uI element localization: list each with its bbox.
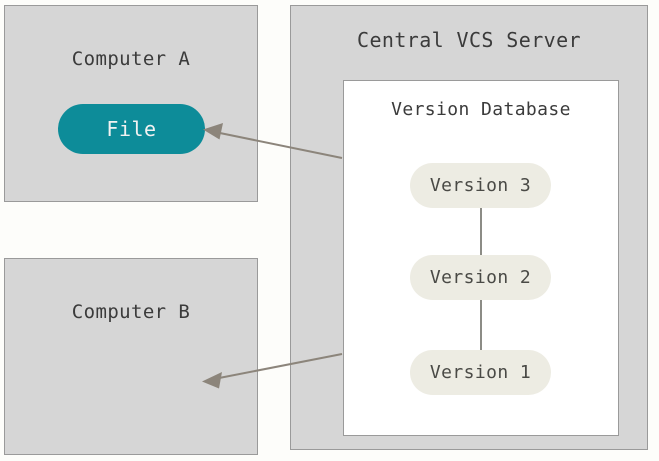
version-1-pill[interactable]: Version 1 xyxy=(410,350,551,395)
computer-b-title: Computer B xyxy=(71,301,191,323)
version-3-pill[interactable]: Version 3 xyxy=(410,163,551,208)
central-vcs-server-box: Central VCS Server Version Database Vers… xyxy=(290,5,648,450)
computer-a-box: Computer A File xyxy=(4,5,258,202)
computer-b-box: Computer B File xyxy=(4,258,258,455)
computer-a-file-pill[interactable]: File xyxy=(58,104,205,154)
computer-a-title: Computer A xyxy=(71,48,191,70)
version-database-panel: Version Database Version 3 Version 2 Ver… xyxy=(343,80,619,436)
connector-version2-version1 xyxy=(480,300,482,350)
version-database-title: Version Database xyxy=(391,99,571,120)
central-vcs-server-title: Central VCS Server xyxy=(357,28,581,52)
version-2-pill[interactable]: Version 2 xyxy=(410,255,551,300)
connector-version3-version2 xyxy=(480,208,482,255)
